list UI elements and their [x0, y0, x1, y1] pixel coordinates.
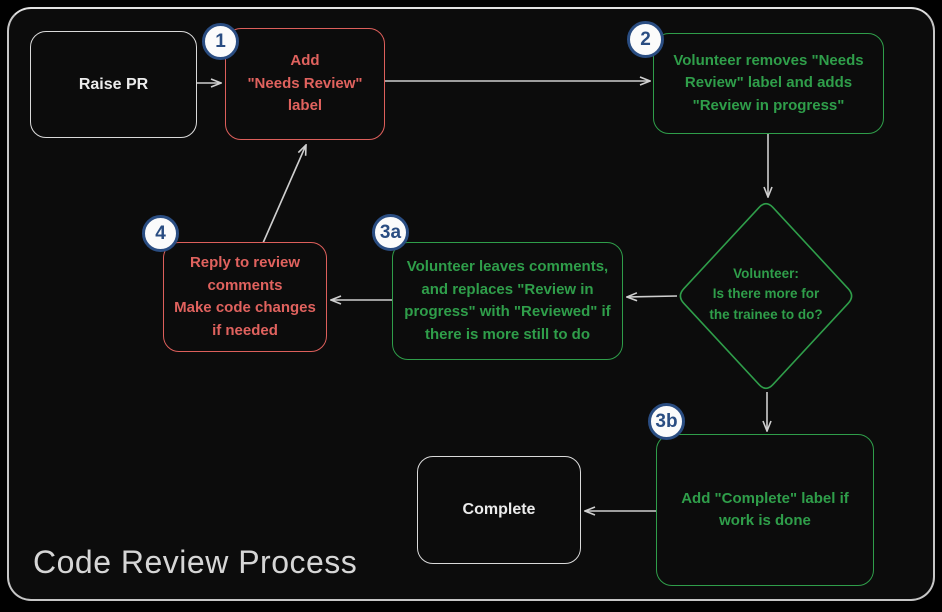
node-volunteer-removes-text: Volunteer removes "Needs Review" label a…: [673, 51, 864, 114]
node-add-complete-text: Add "Complete" label if work is done: [681, 489, 849, 530]
node-complete-label: Complete: [462, 501, 536, 518]
node-decision-question: Volunteer: Is there more for the trainee…: [709, 266, 823, 322]
node-add-needs-review-text: Add "Needs Review" label: [247, 52, 363, 115]
node-add-needs-review-label: Add "Needs Review" label: [225, 28, 385, 140]
node-add-complete-label: Add "Complete" label if work is done: [656, 434, 874, 586]
node-raise-pr-label: Raise PR: [78, 75, 149, 93]
node-volunteer-leaves-comments: Volunteer leaves comments, and replaces …: [392, 242, 623, 360]
badge-step-2: 2: [627, 21, 664, 58]
badge-step-3a: 3a: [372, 214, 409, 251]
node-volunteer-leaves-comments-text: Volunteer leaves comments, and replaces …: [404, 258, 611, 343]
diagram-title: Code Review Process: [33, 544, 358, 580]
node-volunteer-removes-label: Volunteer removes "Needs Review" label a…: [653, 33, 884, 134]
node-complete: Complete: [417, 456, 581, 564]
badge-step-4: 4: [142, 215, 179, 252]
node-reply-to-review-comments-text: Reply to review comments Make code chang…: [174, 254, 316, 339]
node-reply-to-review-comments: Reply to review comments Make code chang…: [163, 242, 327, 352]
badge-step-1: 1: [202, 23, 239, 60]
badge-step-3b: 3b: [648, 403, 685, 440]
node-raise-pr: Raise PR: [30, 31, 197, 138]
